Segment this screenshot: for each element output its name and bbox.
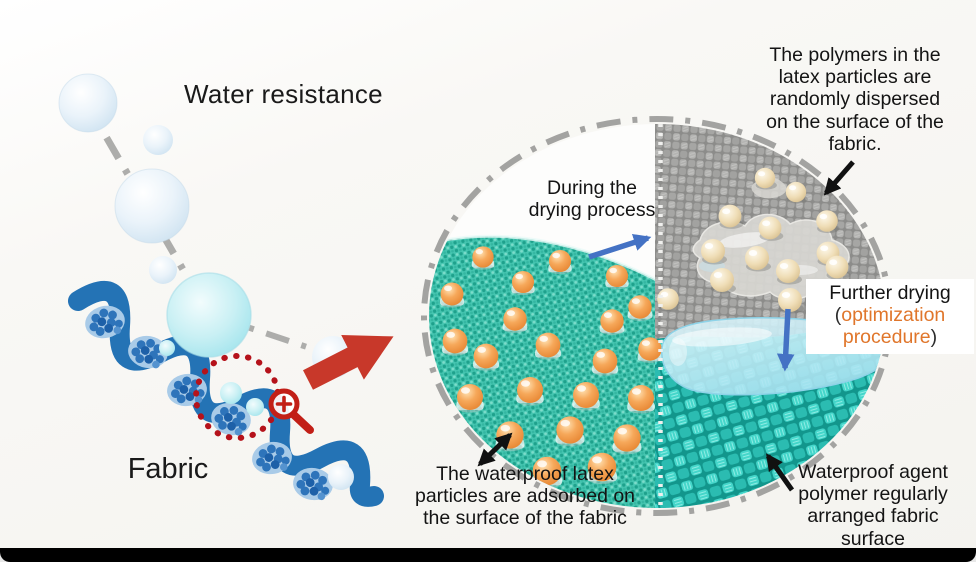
adsorbed-pointer-arrow [477,432,513,467]
small-bubbles [159,340,354,490]
red-arrow-icon [303,335,394,390]
label-line: latex particles are [778,66,932,89]
further-drying-text: Further drying [829,282,951,304]
optimization-highlight: optimization [841,304,946,327]
regular-surface-label: Waterproof agent polymer regularly arran… [782,461,964,550]
label-line: on the surface of the [766,110,944,133]
bubble [149,256,177,284]
further-drying-arrow [776,308,795,372]
label-line: arranged fabric [807,505,939,528]
paren-open: ( [834,304,842,327]
page-title: Water resistance [184,79,383,109]
label-line: surface [841,527,905,550]
polymers-dispersed-label: The polymers in the latex particles are … [745,44,965,155]
during-drying-arrow [588,233,652,260]
zoom-in-icon [268,388,314,434]
bubble [114,168,190,244]
water-bubbles [58,73,190,284]
paren-close: ) [930,326,938,349]
label-line: particles are adsorbed on [414,485,636,508]
bubble [143,125,173,155]
polymers-pointer-arrow [823,160,855,196]
annotation-arrows [477,160,855,492]
label-line: Further drying [806,282,974,304]
label-line: polymer regularly [798,483,948,506]
label-line: fabric. [828,132,882,155]
fabric-label: Fabric [127,453,209,485]
label-line: During the [547,177,637,199]
label-line: the surface of the fabric [423,507,627,530]
label-line: The polymers in the [769,44,941,66]
bottom-bar [0,548,976,562]
during-drying-label: During the drying process [502,177,682,221]
bubble [58,73,118,133]
label-line: The waterproof latex [436,463,614,485]
label-line: procedure) [806,326,974,348]
large-water-droplet [166,272,252,358]
label-line: (optimization [806,304,974,326]
latex-adsorbed-label: The waterproof latex particles are adsor… [395,463,655,530]
label-line: Waterproof agent [798,461,948,483]
further-drying-label: Further drying (optimization procedure) [806,279,974,354]
surface-pointer-arrow [765,453,795,492]
label-line: randomly dispersed [769,88,941,111]
procedure-highlight: procedure [842,326,931,349]
label-line: drying process [528,199,656,222]
